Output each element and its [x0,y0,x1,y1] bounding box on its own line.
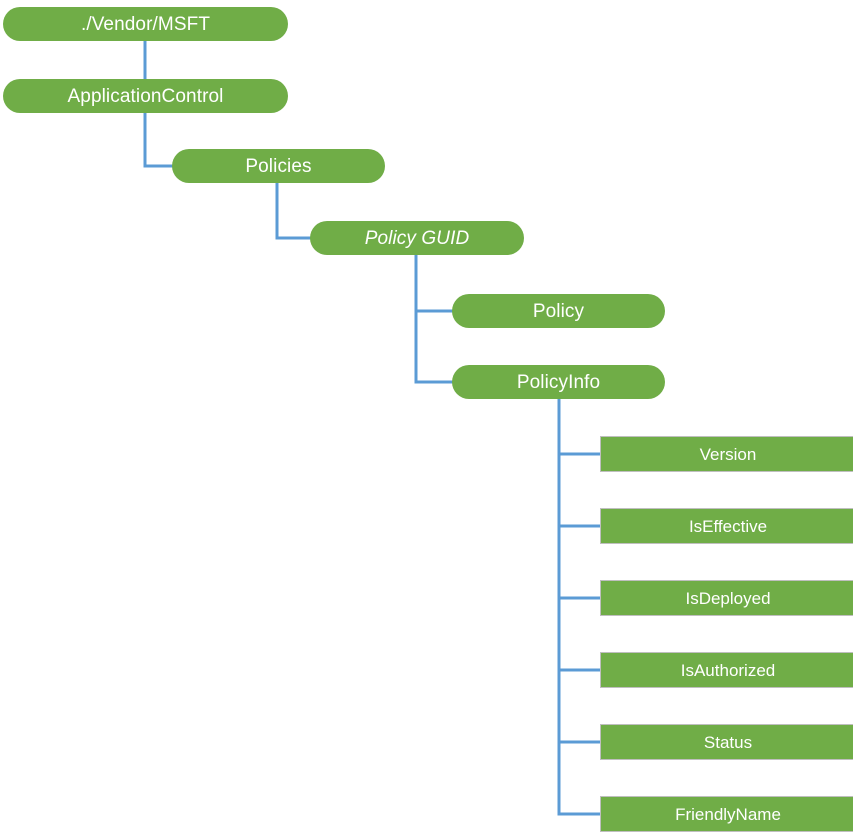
node-application-control[interactable]: ApplicationControl [3,79,288,113]
connector-policyinfo-to-isdeployed [557,524,602,600]
node-label-policies: Policies [245,155,312,177]
node-policies[interactable]: Policies [172,149,385,183]
connector-policyguid-to-policyinfo [414,309,454,384]
connector-appcontrol-to-policies [143,111,174,168]
connector-policyinfo-to-isauthorized [557,596,602,672]
node-label-friendly-name: FriendlyName [675,804,781,824]
node-policy-guid[interactable]: Policy GUID [310,221,524,255]
node-label-is-effective: IsEffective [688,516,768,536]
node-label-application-control: ApplicationControl [67,85,224,107]
node-label-status: Status [703,732,753,752]
node-label-policy-guid: Policy GUID [364,227,470,249]
connector-policyinfo-to-status [557,668,602,744]
node-label-vendor-msft: ./Vendor/MSFT [80,13,211,35]
node-is-deployed[interactable]: IsDeployed [600,580,853,616]
connector-policyguid-to-policy [414,253,454,313]
node-label-is-deployed: IsDeployed [685,588,771,608]
connector-policyinfo-to-friendlyname [557,740,602,816]
node-policy-info[interactable]: PolicyInfo [452,365,665,399]
connector-policyinfo-to-version [557,397,602,456]
node-label-version: Version [699,444,757,464]
node-label-policy-info: PolicyInfo [516,371,601,393]
node-version[interactable]: Version [600,436,853,472]
node-vendor-msft[interactable]: ./Vendor/MSFT [3,7,288,41]
connector-policyinfo-to-iseffective [557,452,602,528]
node-policy[interactable]: Policy [452,294,665,328]
connector-policies-to-policyguid [275,181,312,240]
node-is-effective[interactable]: IsEffective [600,508,853,544]
node-label-is-authorized: IsAuthorized [680,660,776,680]
node-status[interactable]: Status [600,724,853,760]
node-friendly-name[interactable]: FriendlyName [600,796,853,832]
node-is-authorized[interactable]: IsAuthorized [600,652,853,688]
node-label-policy: Policy [532,300,585,322]
